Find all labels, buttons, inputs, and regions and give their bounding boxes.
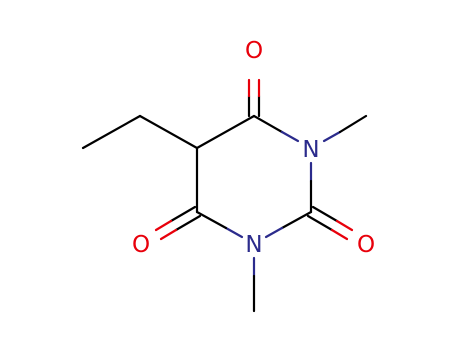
bond-c2-o-1 [311,205,339,223]
carbonyl-c2 [306,205,354,241]
bond-n1-ch3-a [322,130,342,143]
carbonyl-c6 [247,78,261,118]
atom-nitrogen-bottom: N [245,232,262,258]
atom-oxygen-right: O [357,232,375,258]
atom-nitrogen-right: N [302,137,319,163]
bond-ch3-ch2 [81,114,142,150]
bond-c6-n1-b [280,130,300,143]
bond-c2-n3-a [280,210,313,230]
bond-c2-n3-b [264,226,284,239]
ethyl-group [81,114,199,150]
bond-c4-o-1 [169,205,197,223]
atom-oxygen-left: O [132,232,150,258]
bond-ch2-c5 [138,114,199,150]
n1-methyl [322,114,368,143]
bond-c2-o-2 [306,214,334,232]
bond-c2-o-4 [330,228,349,241]
bond-c4-o-2 [174,214,202,232]
bond-c6-n1-a [252,114,284,134]
atom-oxygen-top: O [245,38,263,64]
bond-c5-c6 [195,114,256,150]
pyrimidine-ring [195,114,313,239]
bond-n1-ch3-b [338,114,368,134]
bond-c4-o-4 [159,228,178,241]
bond-n3-c4-b [195,210,228,230]
bond-n3-c4-a [224,226,244,239]
bond-c2-o-3 [335,219,354,232]
carbonyl-c4 [154,205,202,241]
bond-c4-o-3 [154,219,173,232]
